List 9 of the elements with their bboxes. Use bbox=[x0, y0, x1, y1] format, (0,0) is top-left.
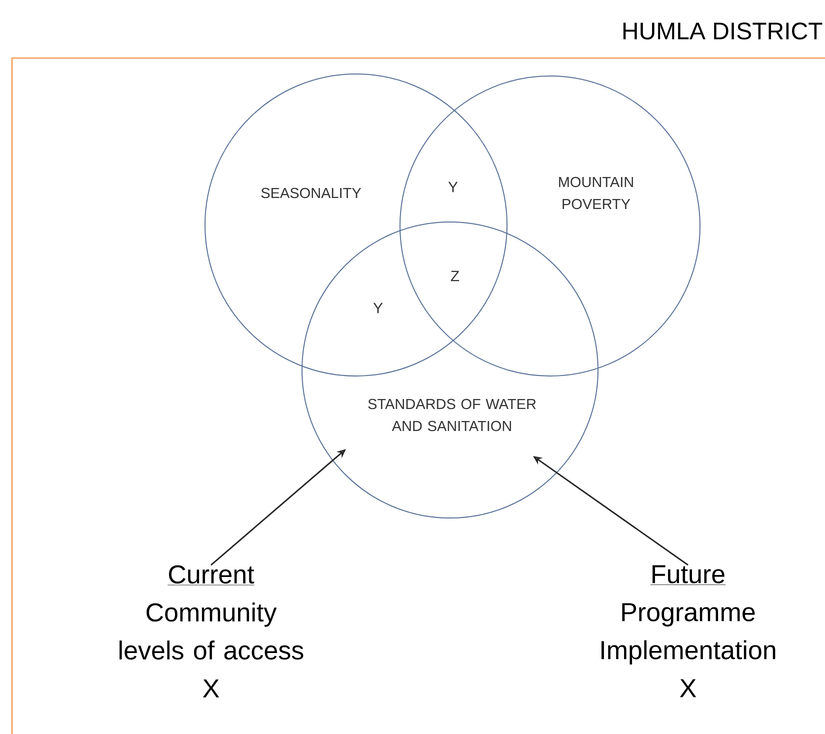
text-block: Future Programme Implementation X bbox=[602, 565, 776, 698]
region-label: Y bbox=[448, 182, 458, 192]
region-label: Z bbox=[450, 270, 460, 282]
circle-label: STANDARDS OF WATER AND SANITATION bbox=[368, 398, 536, 432]
circle-label: SEASONALITY bbox=[261, 188, 362, 198]
region-label: Y bbox=[373, 302, 383, 314]
text-block: Current Community levels of access X bbox=[120, 565, 304, 698]
circle-label: MOUNTAIN POVERTY bbox=[559, 176, 633, 210]
title: HUMLA DISTRICT bbox=[623, 22, 822, 40]
